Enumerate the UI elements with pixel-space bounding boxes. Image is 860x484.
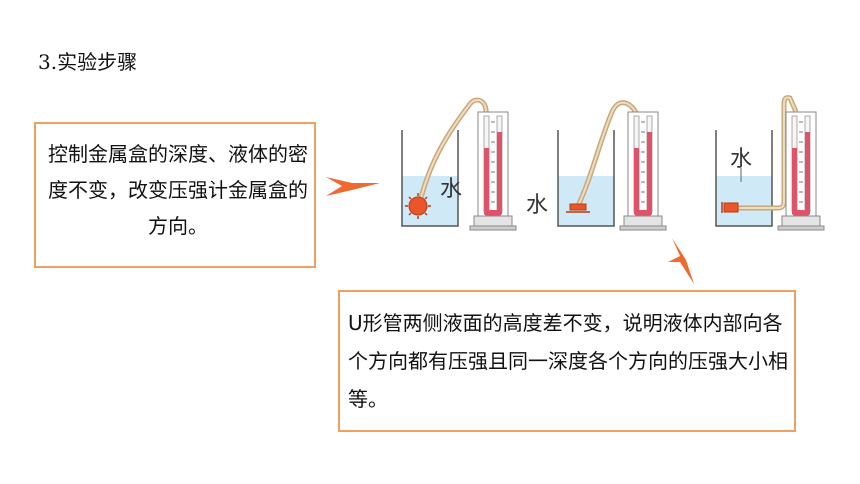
instruction-box: 控制金属盒的深度、液体的密度不变，改变压强计金属盒的方向。 [34,122,316,268]
arrow-right-icon [326,177,380,196]
conclusion-text: U形管两侧液面的高度差不变，说明液体内部向各个方向都有压强且同一深度各个方向的压… [348,311,788,411]
conclusion-box: U形管两侧液面的高度差不变，说明液体内部向各个方向都有压强且同一深度各个方向的压… [338,290,796,432]
apparatus-1: 水 [401,97,517,231]
apparatus-2: 水 [526,100,667,231]
apparatus-3: 水 [715,95,825,231]
section-heading: 3.实验步骤 [38,50,138,74]
arrow-down-icon [668,238,694,284]
water-label-2: 水 [526,193,548,218]
water-label-3: 水 [730,147,752,172]
water-label-1: 水 [440,177,462,202]
instruction-text: 控制金属盒的深度、液体的密度不变，改变压强计金属盒的方向。 [48,142,308,238]
